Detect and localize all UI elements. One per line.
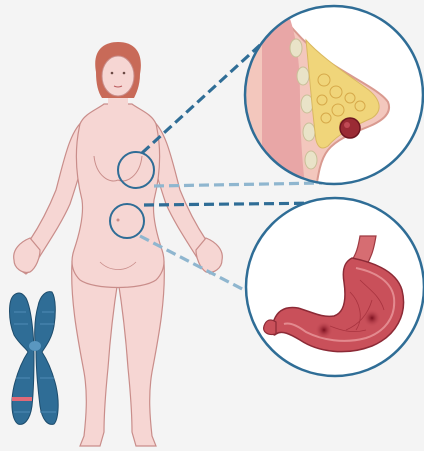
breast-tumor xyxy=(340,118,360,138)
torso xyxy=(72,104,164,288)
chromosome-marked-band xyxy=(12,397,32,401)
breast-inset xyxy=(240,0,423,195)
face xyxy=(102,56,134,96)
stomach-lesion-1 xyxy=(315,321,333,339)
left-leg xyxy=(72,262,118,446)
chromosome-left-chromatid xyxy=(10,293,35,424)
duodenum xyxy=(264,320,276,335)
chromosome-centromere xyxy=(29,341,41,351)
stomach-lesion-2 xyxy=(363,309,381,327)
stomach-inset xyxy=(246,198,424,376)
eye-left xyxy=(111,72,114,75)
right-leg xyxy=(118,262,164,446)
chromosome-icon xyxy=(10,292,59,425)
navel xyxy=(117,219,120,222)
eye-right xyxy=(123,72,126,75)
